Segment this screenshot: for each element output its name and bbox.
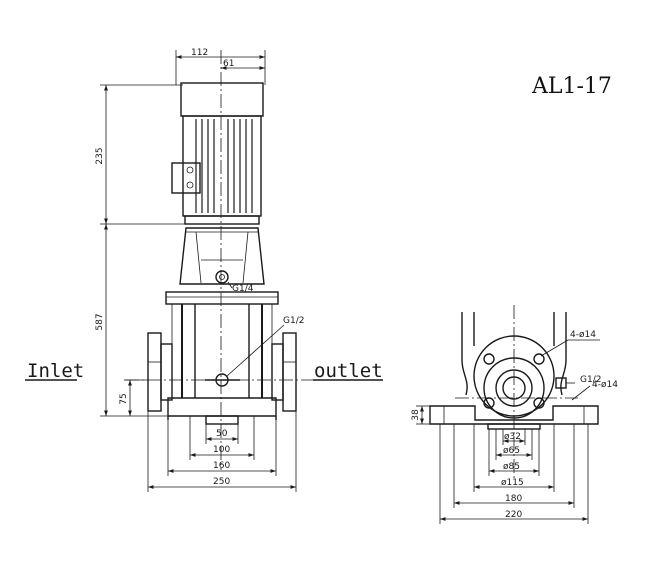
dim-75: 75 [119, 393, 129, 404]
dim-d32: ø32 [504, 432, 521, 442]
dim-d65: ø65 [503, 446, 520, 456]
outlet-flange [271, 332, 297, 412]
outlet-label: outlet [314, 360, 383, 382]
side-base [429, 405, 599, 425]
pump-column [171, 304, 273, 398]
bolt-hole [483, 397, 495, 409]
pump-base [167, 397, 277, 425]
inlet-label: Inlet [27, 360, 84, 382]
motor-body [182, 115, 262, 217]
bolt-hole [483, 353, 495, 365]
label-holes-side: 4-ø14 [592, 380, 618, 390]
label-g14: G1/4 [232, 284, 254, 294]
bolt-hole [533, 353, 545, 365]
dim-38: 38 [411, 409, 421, 421]
vent-plug [215, 270, 229, 284]
bore-circle [495, 369, 533, 407]
label-g12-side: G1/2 [580, 375, 601, 385]
dim-100: 100 [213, 445, 230, 455]
dim-d85: ø85 [503, 462, 520, 472]
pump-head: G1/4 [165, 227, 279, 305]
chamber-circle [483, 357, 545, 419]
label-g12-front: G1/2 [283, 316, 304, 326]
model-title: AL1-17 [531, 74, 612, 99]
dim-50: 50 [216, 429, 228, 439]
dim-220: 220 [505, 510, 522, 520]
motor [171, 82, 264, 225]
dim-587: 587 [95, 313, 105, 330]
dim-235: 235 [95, 147, 105, 164]
dim-d115: ø115 [501, 478, 524, 488]
dim-112: 112 [191, 48, 208, 58]
inlet-flange [147, 332, 173, 412]
front-view: G1/4 [25, 48, 383, 492]
dim-160: 160 [213, 461, 230, 471]
bolt-hole [533, 397, 545, 409]
terminal-box [171, 162, 201, 194]
motor-flange [184, 215, 260, 225]
dim-61: 61 [223, 59, 234, 69]
flange-outer-circle [473, 335, 555, 417]
dim-250: 250 [213, 477, 230, 487]
top-plate [165, 291, 279, 305]
dim-180: 180 [505, 494, 522, 504]
side-view: G1/2 4-ø14 4-ø14 38 ø32 ø65 ø85 ø11 [411, 305, 618, 524]
motor-fan-cover [180, 82, 264, 117]
lantern [179, 227, 265, 285]
label-holes-top: 4-ø14 [570, 330, 596, 340]
